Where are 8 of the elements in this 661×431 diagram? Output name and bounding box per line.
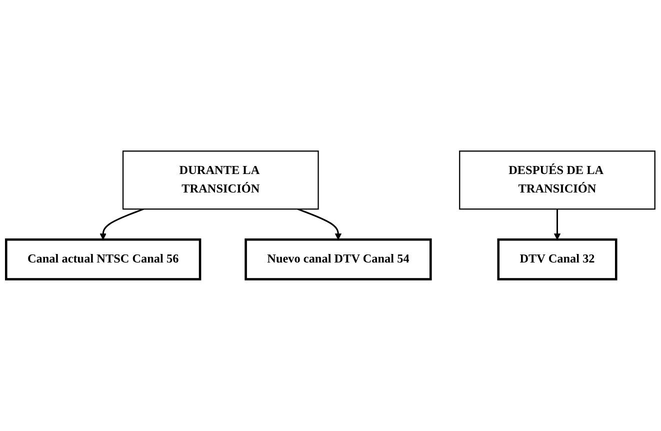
node-box	[497, 238, 618, 281]
arrow	[554, 209, 561, 240]
node-box	[459, 150, 656, 210]
node-box	[244, 238, 432, 281]
node-box	[122, 150, 319, 210]
arrow	[297, 208, 342, 240]
node-box	[4, 238, 202, 281]
arrow	[100, 208, 144, 240]
